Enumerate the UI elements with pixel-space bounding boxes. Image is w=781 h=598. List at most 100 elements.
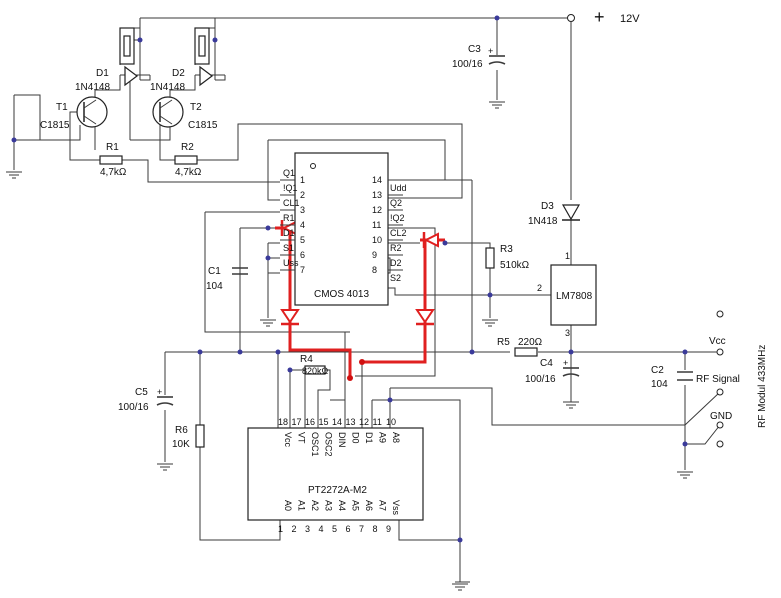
c4-ref: C4 (540, 358, 553, 369)
decoder-pin-number: 7 (359, 524, 364, 534)
c2-ref: C2 (651, 365, 664, 376)
svg-text:+: + (563, 358, 568, 368)
decoder-name: PT2272A-M2 (308, 485, 367, 496)
r1-ref: R1 (106, 142, 119, 153)
cmos-pin-name: CL1 (283, 198, 300, 208)
cmos-pin-name: !Q1 (283, 183, 298, 193)
cmos-pin-name: Uss (283, 258, 299, 268)
rf-module-label: RF Modul 433MHz (757, 345, 768, 428)
relay-2 (194, 27, 213, 87)
cmos-pin-name: !Q2 (390, 213, 405, 223)
resistor-r3 (485, 247, 495, 269)
t2-part: C1815 (188, 120, 218, 131)
r5-value: 220Ω (518, 337, 543, 348)
decoder-pin-name: OSC1 (310, 432, 320, 457)
ground-icon (157, 463, 173, 471)
ground-icon (6, 171, 22, 179)
decoder-pin-number: 4 (319, 524, 324, 534)
pt2272-decoder-chip: PT2272A-M2 18Vcc17VT16OSC115OSC214DIN13D… (247, 417, 424, 534)
r3-ref: R3 (500, 244, 513, 255)
decoder-pin-name: A5 (351, 500, 361, 511)
c3-ref: C3 (468, 44, 481, 55)
ground-icon (677, 471, 693, 479)
c2-value: 104 (651, 379, 668, 390)
cmos-pin-number: 4 (300, 220, 305, 230)
capacitor-c4: + (562, 358, 580, 377)
cmos-pin-name: D1 (283, 228, 295, 238)
decoder-pin-name: A2 (310, 500, 320, 511)
decoder-pin-number: 17 (292, 417, 302, 427)
t1-ref: T1 (56, 102, 68, 113)
cmos-pin-number: 1 (300, 175, 305, 185)
cmos-pin-name: Q1 (283, 168, 295, 178)
decoder-pin-number: 9 (386, 524, 391, 534)
cmos-pin-number: 6 (300, 250, 305, 260)
decoder-pin-number: 5 (332, 524, 337, 534)
cmos-pin-number: 11 (372, 220, 381, 230)
supply-terminal (567, 14, 575, 22)
diode-d3 (561, 204, 581, 221)
cmos-name: CMOS 4013 (314, 289, 369, 300)
decoder-pin-name: VT (297, 432, 307, 444)
supply-plus: + (594, 7, 605, 27)
cmos-pin-number: 3 (300, 205, 305, 215)
t2-ref: T2 (190, 102, 202, 113)
decoder-pin-name: D1 (364, 432, 374, 444)
red-diode-network (275, 220, 445, 381)
cmos-pin-number: 14 (372, 175, 382, 185)
diode-d1-icon (124, 65, 138, 87)
d1-ref: D1 (96, 68, 109, 79)
c4-value: 100/16 (525, 374, 556, 385)
ground-symbols (6, 101, 693, 591)
r4-value: 820kΩ (302, 366, 329, 376)
cmos-pin-name: D2 (390, 258, 402, 268)
r5-ref: R5 (497, 337, 510, 348)
diode-d2-icon (199, 65, 213, 87)
capacitor-c2 (677, 371, 693, 381)
decoder-pin-name: A9 (378, 432, 388, 443)
rf-signal-label: RF Signal (696, 374, 740, 385)
cmos-pin-number: 2 (300, 190, 305, 200)
resistor-r5 (514, 347, 538, 357)
cmos-pin-number: 8 (372, 265, 377, 275)
svg-text:+: + (157, 387, 162, 397)
lm7808-regulator: LM7808 1 2 3 (537, 251, 597, 338)
cmos-pin-name: S2 (390, 273, 401, 283)
t1-part: C1815 (40, 120, 70, 131)
r6-value: 10K (172, 439, 190, 450)
regulator-name: LM7808 (556, 291, 593, 302)
decoder-pin-number: 8 (373, 524, 378, 534)
decoder-pin-name: A0 (283, 500, 293, 511)
d1-part: 1N4148 (75, 82, 110, 93)
resistor-r4 (304, 365, 326, 375)
decoder-pin-number: 2 (292, 524, 297, 534)
c5-ref: C5 (135, 387, 148, 398)
ground-icon (563, 395, 579, 409)
rf-module-terminals (716, 310, 724, 448)
resistor-r1 (99, 155, 123, 165)
cmos-pin-number: 7 (300, 265, 305, 275)
rf-vcc-label: Vcc (709, 336, 726, 347)
cmos-pin-name: S1 (283, 243, 294, 253)
ground-icon (489, 101, 505, 109)
decoder-pin-number: 18 (278, 417, 288, 427)
decoder-pin-number: 15 (319, 417, 329, 427)
transistor-t1 (76, 96, 108, 128)
cmos-pin-number: 5 (300, 235, 305, 245)
c5-value: 100/16 (118, 402, 149, 413)
c1-value: 104 (206, 281, 223, 292)
decoder-pin-number: 14 (332, 417, 342, 427)
d2-part: 1N4148 (150, 82, 185, 93)
r6-ref: R6 (175, 425, 188, 436)
d3-ref: D3 (541, 201, 554, 212)
decoder-pin-number: 11 (373, 417, 382, 427)
capacitor-c3: + (488, 46, 506, 65)
capacitor-c5: + (156, 387, 174, 406)
relay-1 (119, 27, 138, 87)
c1-ref: C1 (208, 266, 221, 277)
transistor-t2 (152, 96, 184, 128)
decoder-pin-name: A3 (324, 500, 334, 511)
regulator-pin3: 3 (565, 328, 570, 338)
